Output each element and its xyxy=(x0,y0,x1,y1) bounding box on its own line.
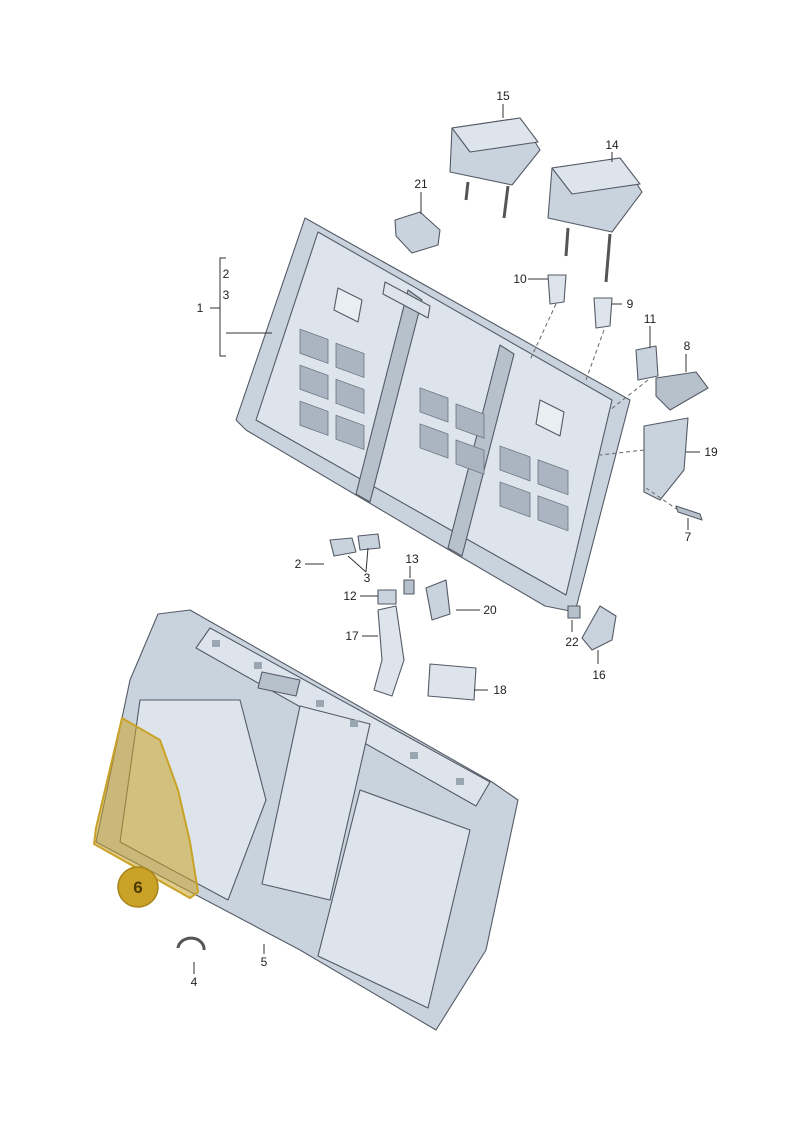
clip-12 xyxy=(377,589,397,605)
callout-3-mid: 3 xyxy=(364,571,371,585)
sleeve-10 xyxy=(547,274,567,305)
highlight-badge-label: 6 xyxy=(133,878,142,897)
callout-19: 19 xyxy=(704,445,718,459)
ring-16 xyxy=(581,605,617,651)
callout-10: 10 xyxy=(513,272,527,286)
callout-5: 5 xyxy=(261,955,268,969)
cover-18 xyxy=(427,663,477,701)
callout-18: 18 xyxy=(493,683,507,697)
callout-9: 9 xyxy=(627,297,634,311)
seat-backrest-frame xyxy=(235,217,631,613)
callout-17: 17 xyxy=(345,629,359,643)
callout-11: 11 xyxy=(644,312,657,326)
clip-2-3 xyxy=(329,537,357,557)
callout-8: 8 xyxy=(684,339,691,353)
callout-4: 4 xyxy=(191,975,198,989)
screw-7 xyxy=(675,505,703,521)
button-11 xyxy=(635,345,659,381)
callout-22: 22 xyxy=(565,635,579,649)
callout-21: 21 xyxy=(414,177,428,191)
callout-13: 13 xyxy=(405,552,419,566)
highlight-badge: 6 xyxy=(117,866,159,908)
highlight-region-6 xyxy=(92,716,200,900)
clip-3 xyxy=(357,533,381,551)
callout-14: 14 xyxy=(605,138,619,152)
clip-22 xyxy=(567,605,581,619)
callout-labels: 15 14 21 10 9 11 8 19 7 1 2 3 2 3 13 12 … xyxy=(191,89,718,989)
callout-15: 15 xyxy=(496,89,510,103)
bezel-21 xyxy=(394,211,441,254)
callout-12: 12 xyxy=(343,589,357,603)
bracket-20 xyxy=(425,579,451,621)
callout-3-top: 3 xyxy=(223,288,230,302)
callout-1: 1 xyxy=(197,301,204,315)
lock-19 xyxy=(643,417,689,501)
callout-2-top: 2 xyxy=(223,267,230,281)
callout-16: 16 xyxy=(592,668,606,682)
dashed-guides xyxy=(529,303,679,511)
callout-7: 7 xyxy=(685,530,692,544)
callout-2-mid: 2 xyxy=(295,557,302,571)
clip-4 xyxy=(176,936,206,951)
leader-lines xyxy=(193,104,700,974)
headrest-15 xyxy=(449,117,541,219)
callout-20: 20 xyxy=(483,603,497,617)
trim-8 xyxy=(655,371,709,411)
bolt-13 xyxy=(403,579,415,595)
hinge-17 xyxy=(373,605,405,697)
headrest-14 xyxy=(547,157,643,283)
sleeve-9 xyxy=(593,297,613,329)
